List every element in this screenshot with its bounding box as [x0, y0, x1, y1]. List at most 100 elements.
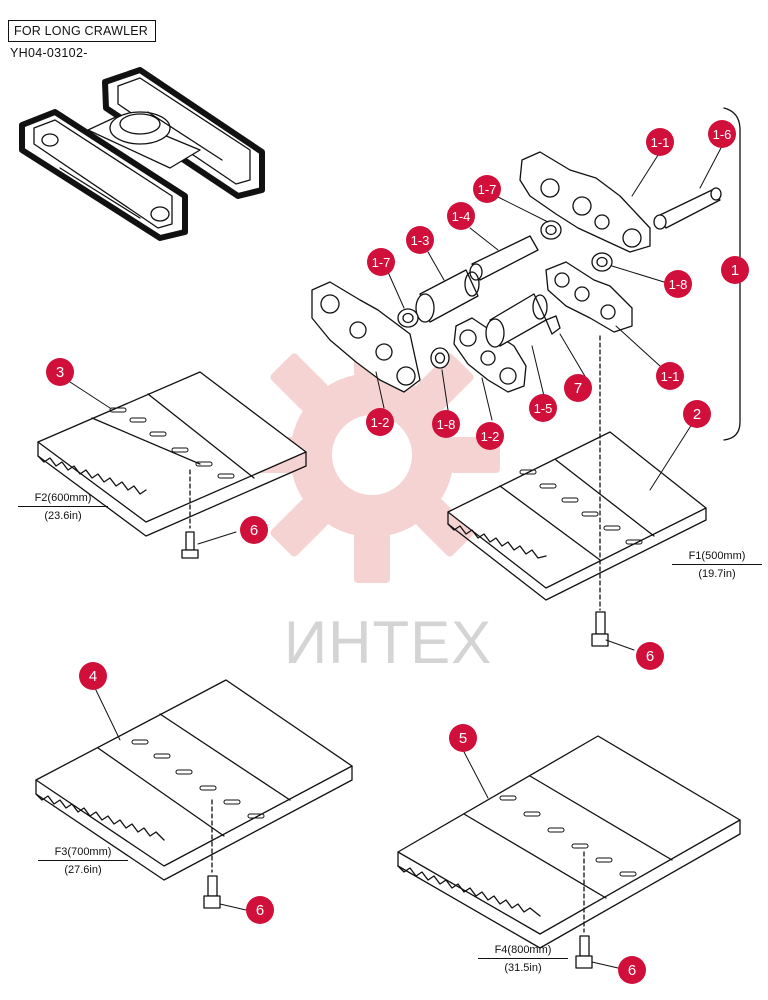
- callout-label: 1: [731, 262, 739, 279]
- seal-1-7-upper-drawing: [540, 220, 562, 240]
- callout-1-7b: 1-7: [367, 248, 395, 276]
- callout-1-8a: 1-8: [664, 270, 692, 298]
- callout-label: 6: [250, 522, 258, 539]
- callout-1-7a: 1-7: [473, 175, 501, 203]
- shoe-size-f1: F1(500mm) (19.7in): [672, 550, 762, 580]
- callout-7: 7: [564, 374, 592, 402]
- shoe-plate-3-drawing: [37, 371, 307, 537]
- callout-1-1a: 1-1: [646, 128, 674, 156]
- bolt-6-right-drawing: [591, 611, 609, 647]
- shoe-size-f4: F4(800mm) (31.5in): [478, 944, 568, 974]
- callout-5: 5: [449, 724, 477, 752]
- callout-6c: 6: [246, 896, 274, 924]
- callout-label: 2: [693, 406, 701, 423]
- callout-marker: [708, 120, 736, 148]
- callout-1-4: 1-4: [447, 202, 475, 230]
- callout-label: 1-1: [661, 369, 680, 384]
- callout-6d: 6: [618, 956, 646, 984]
- shoe-size-f1-inch: (19.7in): [698, 568, 736, 580]
- callout-label: 1-5: [534, 401, 553, 416]
- callout-marker: [683, 400, 711, 428]
- seal-1-8-upper-drawing: [591, 252, 613, 272]
- callout-4: 4: [79, 662, 107, 690]
- shoe-size-f2: F2(600mm) (23.6in): [18, 492, 108, 522]
- callout-marker: [46, 358, 74, 386]
- callout-marker: [618, 956, 646, 984]
- seal-1-8-lower-drawing: [430, 347, 450, 369]
- link-1-1-lower-drawing: [545, 261, 633, 333]
- leader-lines: [69, 145, 723, 969]
- shoe-plate-5-drawing: [397, 735, 741, 949]
- shoe-size-f4-inch: (31.5in): [504, 962, 542, 974]
- bolt-6-f3-drawing: [203, 875, 221, 909]
- callout-label: 1-2: [371, 415, 390, 430]
- callout-label: 1-6: [713, 127, 732, 142]
- link-1-2-left-drawing: [311, 281, 421, 393]
- callout-marker: [473, 175, 501, 203]
- callout-label: 1-8: [669, 277, 688, 292]
- callout-marker: [367, 248, 395, 276]
- callout-1-5: 1-5: [529, 394, 557, 422]
- callout-1-1b: 1-1: [656, 362, 684, 390]
- callout-1-8b: 1-8: [432, 410, 460, 438]
- callout-label: 1-1: [651, 135, 670, 150]
- callout-label: 1-4: [452, 209, 471, 224]
- callout-marker: [476, 422, 504, 450]
- callout-marker: [406, 226, 434, 254]
- callout-marker: [721, 256, 749, 284]
- shoe-size-f3-name: F3(700mm): [38, 846, 128, 861]
- callout-marker: [246, 896, 274, 924]
- callout-label: 1-2: [481, 429, 500, 444]
- callout-marker: [664, 270, 692, 298]
- callout-label: 6: [256, 902, 264, 919]
- crawler-undercarriage-drawing: [19, 67, 265, 241]
- callout-marker: [432, 410, 460, 438]
- shoe-plate-4-drawing: [35, 679, 353, 881]
- callout-2: 2: [683, 400, 711, 428]
- link-1-1-upper-drawing: [519, 151, 651, 253]
- callout-label: 1-8: [437, 417, 456, 432]
- callout-marker: [646, 128, 674, 156]
- callout-1-6: 1-6: [708, 120, 736, 148]
- callout-1-2a: 1-2: [366, 408, 394, 436]
- callout-marker: [636, 642, 664, 670]
- callout-marker: [447, 202, 475, 230]
- shoe-size-f4-name: F4(800mm): [478, 944, 568, 959]
- callout-1-2b: 1-2: [476, 422, 504, 450]
- bushing-1-5-drawing: [485, 293, 548, 348]
- callout-label: 6: [628, 962, 636, 979]
- callout-label: 1-7: [478, 182, 497, 197]
- callout-3: 3: [46, 358, 74, 386]
- callout-marker: [366, 408, 394, 436]
- bolt-6-left-drawing: [181, 531, 199, 559]
- callout-label: 3: [56, 364, 64, 381]
- bolt-6-f4-drawing: [575, 935, 593, 969]
- callout-6b: 6: [636, 642, 664, 670]
- bushing-1-3-drawing: [415, 269, 480, 323]
- diagram-code: YH04-03102-: [10, 46, 88, 60]
- callout-marker: [79, 662, 107, 690]
- pin-1-6-drawing: [653, 187, 722, 230]
- shoe-size-f2-inch: (23.6in): [44, 510, 82, 522]
- callout-1-3: 1-3: [406, 226, 434, 254]
- callout-1: 1: [721, 256, 749, 284]
- callout-label: 4: [89, 668, 97, 685]
- shoe-size-f2-name: F2(600mm): [18, 492, 108, 507]
- callout-label: 1-7: [372, 255, 391, 270]
- callout-6a: 6: [240, 516, 268, 544]
- callout-label: 7: [574, 380, 582, 397]
- seal-1-7-lower-drawing: [397, 308, 419, 328]
- watermark-text: ИНТЕХ: [284, 609, 493, 676]
- callout-label: 5: [459, 730, 467, 747]
- callout-marker: [656, 362, 684, 390]
- diagram-title: FOR LONG CRAWLER: [8, 20, 156, 42]
- bushing-1-4-drawing: [469, 235, 539, 281]
- callout-marker: [449, 724, 477, 752]
- shoe-plate-2-drawing: [447, 335, 707, 611]
- callout-marker: [240, 516, 268, 544]
- callout-marker: [529, 394, 557, 422]
- shoe-size-f3-inch: (27.6in): [64, 864, 102, 876]
